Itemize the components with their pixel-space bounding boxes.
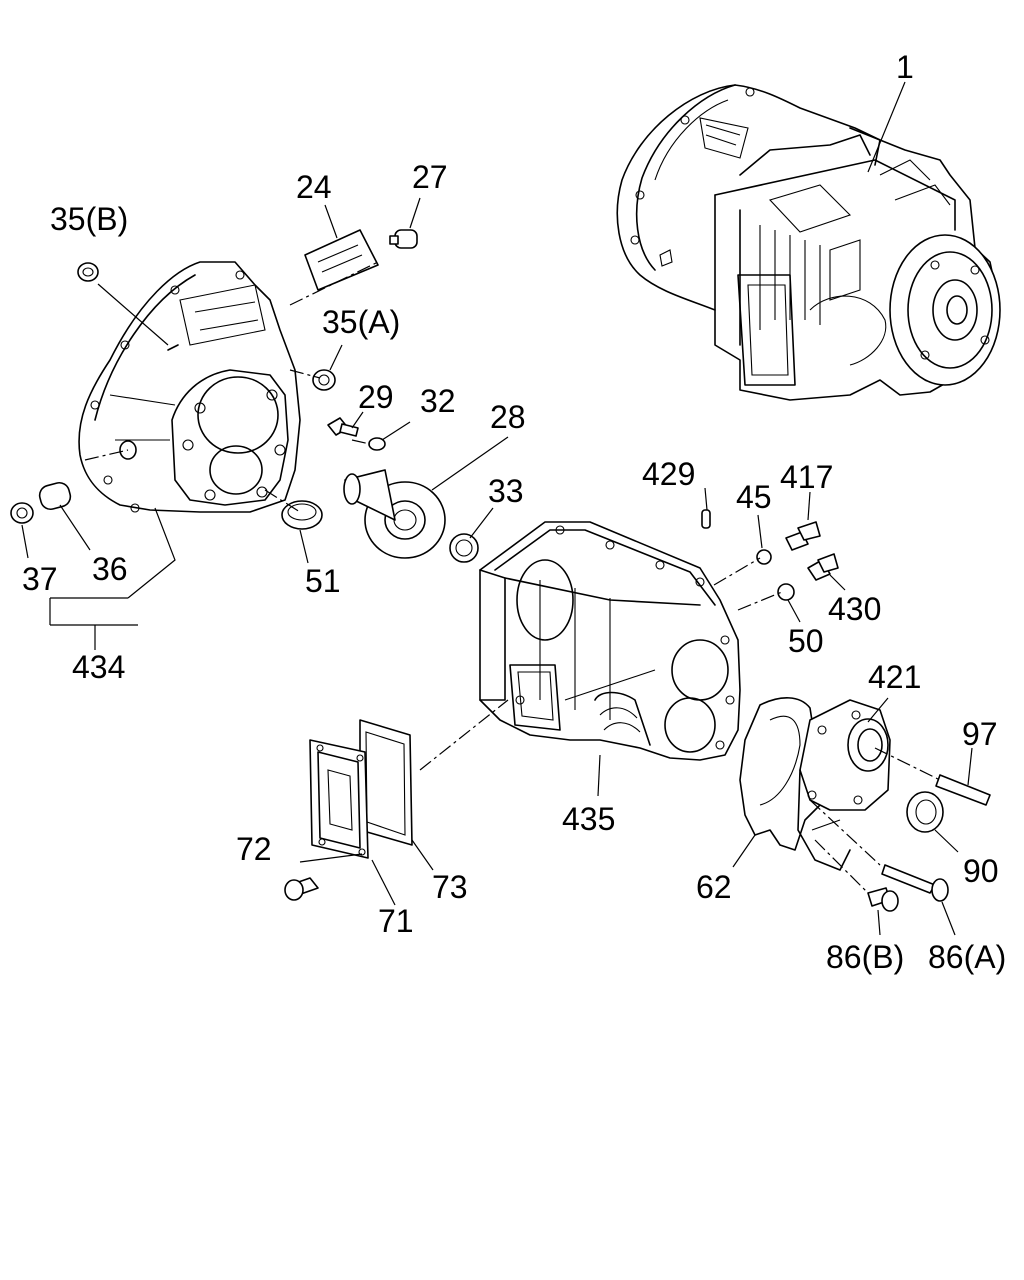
callout-90: 90: [963, 853, 999, 889]
callout-429: 429: [642, 456, 695, 492]
callout-27: 27: [412, 159, 448, 195]
callout-33: 33: [488, 473, 524, 509]
callout-435: 435: [562, 801, 615, 837]
callout-37: 37: [22, 561, 58, 597]
callout-45: 45: [736, 479, 772, 515]
rear-cover-drawing: [739, 697, 891, 871]
callout-417: 417: [780, 459, 833, 495]
callout-51: 51: [305, 563, 341, 599]
part-callouts: 1 24 27 35(B) 35(A) 29 32 28 33 51 37 36…: [22, 49, 1006, 975]
transmission-assembly-drawing: [616, 84, 1001, 401]
callout-32: 32: [420, 383, 456, 419]
callout-36: 36: [92, 551, 128, 587]
callout-86b: 86(B): [826, 939, 904, 975]
leader-lines: [21, 81, 973, 936]
callout-72: 72: [236, 831, 272, 867]
callout-28: 28: [490, 399, 526, 435]
callout-24: 24: [296, 169, 332, 205]
clutch-housing-drawing: [78, 261, 301, 513]
callout-421: 421: [868, 659, 921, 695]
callout-50: 50: [788, 623, 824, 659]
callout-62: 62: [696, 869, 732, 905]
callout-71: 71: [378, 903, 414, 939]
center-lines: [84, 261, 941, 894]
callout-430: 430: [828, 591, 881, 627]
transmission-case-drawing: [479, 521, 741, 761]
callout-73: 73: [432, 869, 468, 905]
side-cover-drawing: [309, 719, 413, 859]
callout-35b: 35(B): [50, 201, 128, 237]
callout-97: 97: [962, 716, 998, 752]
callout-1: 1: [896, 49, 914, 85]
callout-86a: 86(A): [928, 939, 1006, 975]
callout-434: 434: [72, 649, 125, 685]
small-parts-drawing: [10, 229, 991, 912]
callout-35a: 35(A): [322, 304, 400, 340]
callout-29: 29: [358, 379, 394, 415]
